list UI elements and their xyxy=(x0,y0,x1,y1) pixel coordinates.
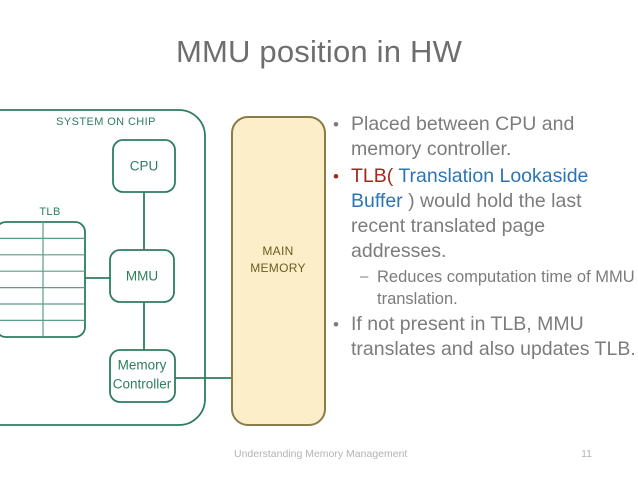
bullet-segment: Reduces computation time of MMU translat… xyxy=(377,268,635,308)
bullet-marker-icon: • xyxy=(333,167,339,186)
memory-controller-label-line1: Memory xyxy=(118,358,167,373)
page-number: 11 xyxy=(581,448,592,460)
footer-title: Understanding Memory Management xyxy=(234,448,408,460)
mmu-box xyxy=(109,249,175,303)
bullet-text: Reduces computation time of MMU translat… xyxy=(377,266,638,310)
tlb-table xyxy=(0,221,86,338)
bullet-text: If not present in TLB, MMU translates an… xyxy=(351,312,638,362)
main-memory-label-line2: MEMORY xyxy=(250,261,306,275)
main-memory-box xyxy=(231,116,326,426)
bullet-list: • Placed between CPU and memory controll… xyxy=(333,112,638,364)
bullet-segment: TLB( xyxy=(351,165,394,187)
cpu-label: CPU xyxy=(130,159,159,174)
main-memory-label-line1: MAIN xyxy=(262,244,293,258)
bullet-marker-icon: • xyxy=(333,115,339,134)
cpu-box xyxy=(112,139,176,193)
mmu-hardware-diagram: SYSTEM ON CHIP CPU MMU Memory Controller… xyxy=(0,100,335,440)
page-title: MMU position in HW xyxy=(175,34,463,69)
tlb-label: TLB xyxy=(39,206,60,218)
bullet-text: Placed between CPU and memory controller… xyxy=(351,112,638,162)
list-item: • TLB( Translation Lookaside Buffer ) wo… xyxy=(333,164,638,264)
system-on-chip-box xyxy=(0,109,206,426)
list-item: – Reduces computation time of MMU transl… xyxy=(333,266,638,310)
system-on-chip-label: SYSTEM ON CHIP xyxy=(56,116,156,128)
memory-controller-label-line2: Controller xyxy=(113,377,172,392)
mmu-label: MMU xyxy=(126,269,158,284)
bullet-marker-icon: – xyxy=(360,268,369,285)
bullet-segment: Placed between CPU and memory controller… xyxy=(351,113,575,160)
memory-controller-box xyxy=(109,349,176,403)
list-item: • If not present in TLB, MMU translates … xyxy=(333,312,638,362)
list-item: • Placed between CPU and memory controll… xyxy=(333,112,638,162)
footer: Understanding Memory Management 11 xyxy=(0,448,638,468)
bullet-segment: Translation Lookaside Buffer xyxy=(351,165,589,212)
bullet-segment: ) would hold the last recent translated … xyxy=(351,190,582,262)
bullet-text: TLB( Translation Lookaside Buffer ) woul… xyxy=(351,164,638,264)
bullet-segment: If not present in TLB, MMU translates an… xyxy=(351,313,636,360)
bullet-marker-icon: • xyxy=(333,315,339,334)
